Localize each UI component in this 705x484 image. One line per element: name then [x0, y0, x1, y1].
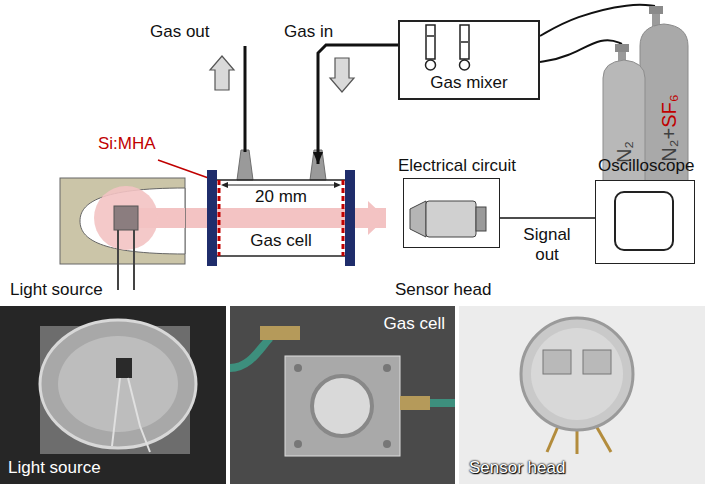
photo-background [230, 306, 455, 484]
dimension-line [225, 184, 337, 185]
gas-name: SF₆ [658, 94, 680, 128]
sensor-pin [547, 424, 559, 452]
gas-port-fitting [237, 150, 253, 180]
photo-panel-shape [459, 306, 705, 484]
lamp-glow [94, 186, 158, 250]
gas-hose [540, 40, 622, 62]
sensor-lens [410, 201, 426, 237]
photo-caption: Gas cell [384, 314, 445, 334]
gas-tube [230, 338, 270, 368]
bolt [383, 440, 391, 448]
flow-label: Gas in [284, 22, 333, 42]
gas-cell: Gas cell [207, 170, 355, 266]
cell-block [285, 356, 400, 456]
circuit-box-shape [404, 179, 501, 249]
lamp-lead [133, 230, 135, 290]
bottle-valve [615, 44, 629, 52]
leader-line [158, 160, 214, 180]
light-beam [355, 208, 386, 228]
cell-wall [217, 255, 345, 257]
box-heading: Oscilloscope [598, 156, 694, 176]
dimension-arrow [334, 182, 341, 188]
flowmeter-float [461, 41, 468, 43]
bolt [294, 364, 302, 372]
circuit-box: Electrical circuit [403, 178, 500, 248]
lamp-lead [112, 378, 150, 452]
flow-direction-arrow [210, 56, 234, 90]
bottle-body [603, 60, 645, 196]
cell-flange [345, 170, 355, 266]
sensor-body [426, 201, 476, 237]
flowmeter-float [427, 35, 434, 37]
oscilloscope-box: Oscilloscope [595, 180, 695, 264]
sensor-window [543, 350, 571, 374]
lamp-reflector [58, 336, 178, 432]
photo-panel: Gas cell [230, 306, 455, 484]
oscilloscope-box-shape [596, 181, 696, 265]
lamp-lead [117, 230, 119, 290]
light-source: Light source [60, 178, 185, 264]
tube-fitting [400, 396, 430, 410]
light-beam [185, 208, 207, 228]
gas-bottle-label: N₂+SF₆ [658, 94, 681, 162]
gas-out-tube [244, 46, 247, 152]
bolt [294, 440, 302, 448]
flow-label: Gas out [150, 22, 210, 42]
si-mha-window [218, 180, 221, 256]
light-beam [217, 208, 345, 228]
mixer-label: Gas mixer [430, 73, 507, 93]
gas-hose [540, 5, 655, 36]
photo-caption: Sensor head [469, 458, 565, 478]
sensor-window [583, 350, 611, 374]
cell-flange [207, 170, 217, 266]
sensor-base [476, 207, 486, 231]
oscilloscope-screen [615, 192, 673, 250]
flowmeter-knob [426, 60, 436, 70]
photo-panel-shape [0, 306, 226, 484]
flowmeter-knob [460, 60, 470, 70]
photo-panel: Sensor head [459, 306, 705, 484]
dimension-label: 20 mm [253, 187, 309, 207]
gas-cell-shape [207, 170, 355, 266]
bolt [383, 364, 391, 372]
part-label: Sensor head [395, 280, 491, 300]
sensor-pin [595, 424, 611, 452]
signal-wire [500, 217, 595, 219]
lamp-housing [60, 178, 185, 264]
photo-caption: Light source [8, 458, 101, 478]
gas-tube [430, 399, 455, 407]
dimension-arrow [221, 182, 228, 188]
part-label: Light source [10, 280, 103, 300]
box-heading: Electrical circuit [398, 156, 516, 176]
light-source-shape [60, 178, 185, 264]
lamp-filament [114, 206, 138, 230]
photo-background [0, 306, 226, 484]
sensor-pin [576, 428, 579, 454]
lamp-filament [116, 358, 132, 378]
tube-fitting [260, 326, 300, 340]
flowmeter-tube [426, 25, 435, 59]
flow-direction-arrow [330, 58, 354, 92]
sensor-can [521, 318, 633, 430]
cell-wall [217, 179, 345, 181]
gas-in-tube [318, 45, 398, 164]
cell-window [312, 376, 372, 436]
cell-label: Gas cell [250, 231, 311, 251]
photo-background [459, 306, 705, 484]
material-label: Si:MHA [98, 134, 156, 154]
bottle-valve [649, 6, 663, 14]
edge-label: Signal out [517, 225, 577, 264]
photo-panel: Light source [0, 306, 226, 484]
gas-mixer-box: Gas mixer [398, 20, 540, 100]
si-mha-window [342, 180, 345, 256]
lamp-face [40, 320, 196, 448]
flowmeter-tube [460, 25, 469, 59]
sensor-cap [531, 328, 623, 420]
